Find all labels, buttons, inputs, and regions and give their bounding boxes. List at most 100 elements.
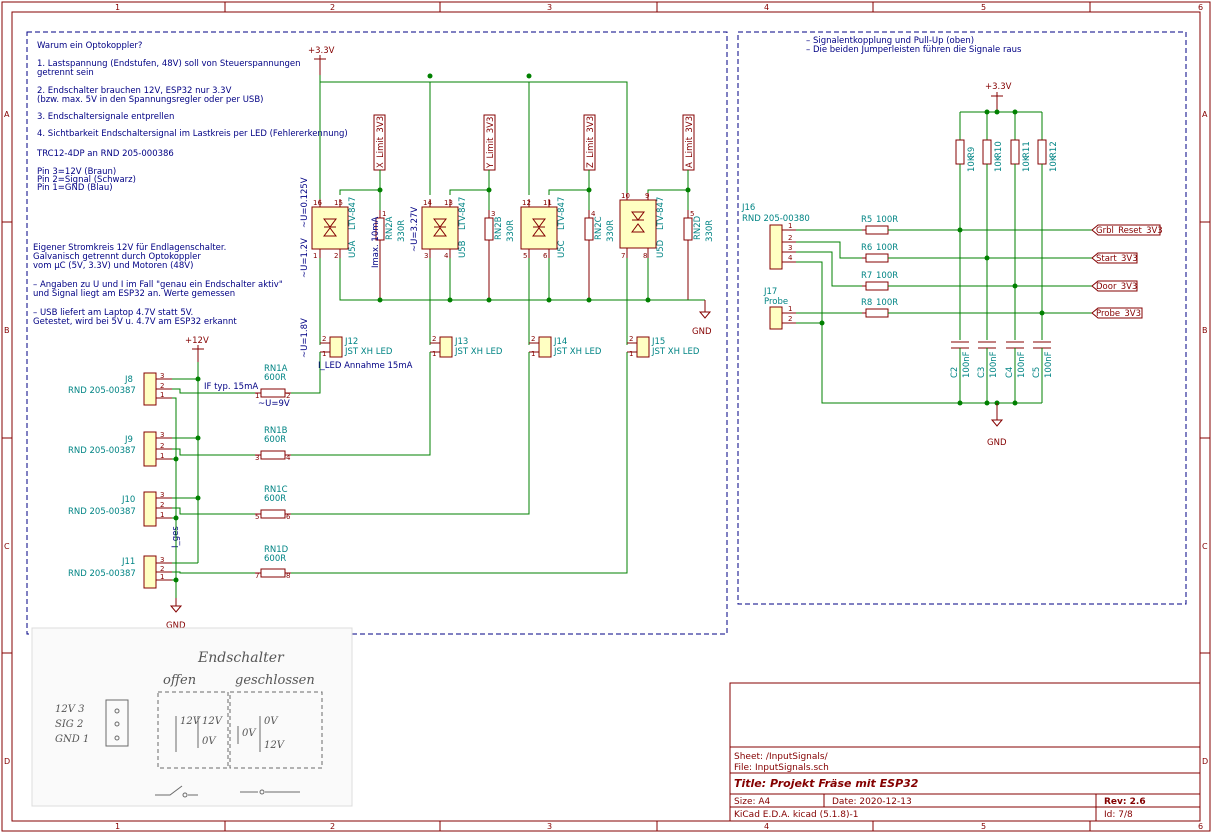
gnd-label: GND — [692, 327, 712, 337]
col-label-5: 5 — [981, 3, 986, 12]
pin-number: 2 — [629, 335, 633, 343]
annotation: ~U=1.8V — [300, 318, 310, 358]
sketch-voltage: 12V — [264, 740, 286, 751]
component-value: JST XH LED — [651, 347, 700, 357]
net-label: Z_Limit_3V3 — [586, 116, 596, 168]
component-value: JST XH LED — [344, 347, 393, 357]
component-ref: RN2A — [385, 216, 395, 240]
pin-number: 3 — [160, 491, 164, 499]
component-ref: R11 — [1022, 141, 1032, 158]
note-line: – USB liefert am Laptop 4.7V statt 5V. — [33, 308, 193, 318]
note-line: – Die beiden Jumperleisten führen die Si… — [806, 45, 1022, 55]
component-ref: RN1B — [264, 426, 288, 436]
pin-number: 2 — [432, 335, 436, 343]
pin-number: 4 — [286, 454, 291, 462]
right-notes: – Signalentkopplung und Pull-Up (oben) –… — [806, 36, 1022, 55]
resistor-r11: R11 10K — [1010, 139, 1032, 172]
sketch-pin: 12V 3 — [55, 704, 85, 715]
component-ref: RN2B — [494, 216, 504, 240]
power-3v3-left: +3.3V — [308, 46, 335, 75]
pin-number: 15 — [334, 199, 343, 207]
col-label-4-bottom: 4 — [764, 822, 769, 831]
component-value: LTV-847 — [557, 197, 567, 230]
component-value: 600R — [264, 554, 286, 564]
input-connector-j9: 3 2 1 J9 RND 205-00387 — [68, 431, 172, 467]
pin-number: 3 — [788, 244, 792, 252]
pin-number: 1 — [160, 391, 164, 399]
note-line: 3. Endschaltersignale entprellen — [37, 112, 174, 122]
resistor-rn1d: 7 8 RN1D 600R — [255, 545, 291, 580]
note-line: getrennt sein — [37, 68, 94, 78]
led-connector-j13: 2 1 J13 JST XH LED — [430, 335, 503, 358]
input-connector-j8: 3 2 1 J8 RND 205-00387 — [68, 372, 172, 406]
power-12v-label: +12V — [185, 336, 209, 346]
sketch-voltage: 12V — [180, 716, 202, 727]
component-ref: U5D — [656, 239, 666, 258]
pin-number: 8 — [643, 252, 647, 260]
component-ref: J16 — [741, 203, 755, 213]
component-ref: RN1C — [264, 485, 288, 495]
optocoupler-u5a: 16 15 1 2 U5A LTV-847 — [311, 197, 358, 260]
sketch-title: Endschalter — [197, 650, 285, 666]
net-label: Probe_3V3 — [1096, 309, 1141, 319]
pin-number: 1 — [432, 350, 436, 358]
note-line: TRC12-4DP an RND 205-000386 — [36, 149, 174, 159]
pin-number: 3 — [491, 210, 495, 218]
component-value: 330R — [606, 220, 616, 242]
col-label-2-bottom: 2 — [330, 822, 335, 831]
component-ref: J14 — [553, 337, 567, 347]
resistor-rn2a: 1 RN2A 330R — [375, 210, 407, 300]
pin-number: 13 — [444, 199, 453, 207]
pin-number: 1 — [531, 350, 535, 358]
component-ref: C3 — [977, 367, 987, 378]
pin-number: 2 — [322, 335, 326, 343]
net-label: Y_Limit_3V3 — [486, 117, 496, 169]
component-ref: R7 — [861, 271, 872, 281]
component-value: 10K — [967, 155, 977, 172]
col-label-1-bottom: 1 — [115, 822, 120, 831]
component-value: 10K — [994, 155, 1004, 172]
component-ref: J8 — [124, 375, 133, 385]
pin-number: 1 — [313, 252, 317, 260]
power-3v3-label: +3.3V — [985, 82, 1012, 92]
row-label-a: A — [4, 110, 10, 119]
component-ref: J17 — [763, 287, 777, 297]
component-ref: J11 — [121, 557, 135, 567]
pin-number: 6 — [543, 252, 548, 260]
pin-number: 4 — [444, 252, 449, 260]
sheet-name: Sheet: /InputSignals/ — [734, 752, 829, 762]
connector-j17: 1 2 J17 Probe — [763, 287, 796, 330]
pin-number: 2 — [160, 442, 164, 450]
component-value: 330R — [506, 220, 516, 242]
gnd-symbol-right: GND — [987, 403, 1007, 448]
pin-number: 1 — [322, 350, 326, 358]
sheet-date: Date: 2020-12-13 — [832, 797, 912, 807]
power-3v3-label: +3.3V — [308, 46, 335, 56]
net-label: Grbl_Reset_3V3 — [1096, 226, 1163, 236]
net-label: X_Limit_3V3 — [376, 116, 386, 168]
component-value: 100R — [876, 215, 898, 225]
component-value: 100nF — [1017, 351, 1027, 378]
resistor-rn2c: 4 RN2C 330R — [584, 210, 616, 300]
component-value: 100nF — [962, 351, 972, 378]
annotation: ~U=3.27V — [410, 207, 420, 252]
capacitor-c4: C4 100nF — [1005, 341, 1027, 403]
net-label: Door_3V3 — [1096, 282, 1137, 292]
sketch-open: offen — [163, 673, 196, 688]
resistor-r9: R9 10K — [955, 139, 977, 172]
pin-number: 1 — [255, 392, 259, 400]
annotation: ~U=1.2V — [300, 238, 310, 278]
component-value: 100R — [876, 271, 898, 281]
pin-number: 7 — [621, 252, 625, 260]
col-label-3: 3 — [547, 3, 552, 12]
row-label-b: B — [4, 326, 10, 335]
led-connector-j12: 2 1 J12 JST XH LED — [320, 335, 393, 358]
optocoupler-u5c: 12 11 5 6 U5C LTV-847 — [520, 197, 567, 260]
sketch-voltage: 0V — [242, 728, 257, 739]
component-value: Probe — [764, 297, 788, 307]
component-value: 100R — [876, 243, 898, 253]
component-value: LTV-847 — [348, 197, 358, 230]
component-value: 10K — [1049, 155, 1059, 172]
component-ref: RN2D — [693, 215, 703, 240]
row-label-b-right: B — [1202, 326, 1208, 335]
